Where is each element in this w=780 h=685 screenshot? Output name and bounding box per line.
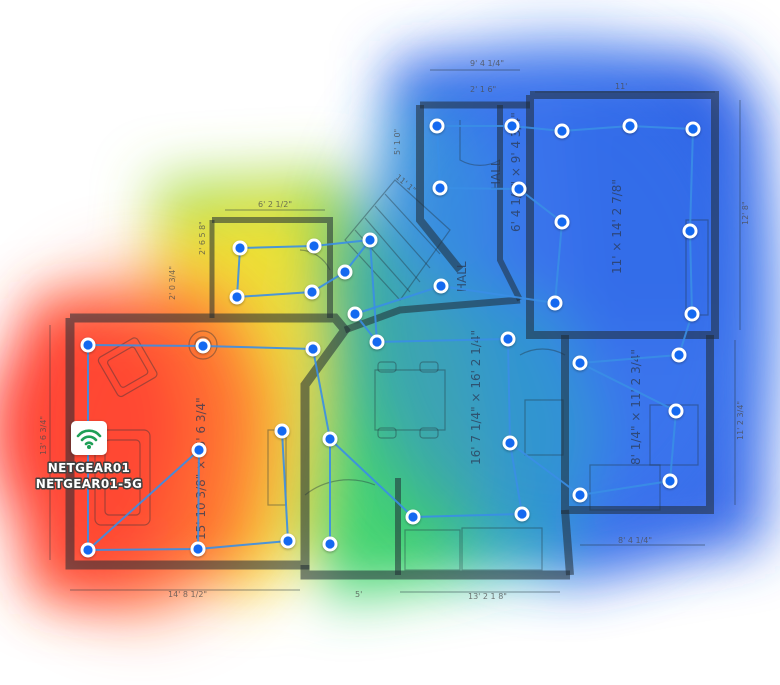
dim-lower-right-bottom: 8' 4 1/4" (618, 536, 652, 545)
survey-point[interactable] (622, 118, 638, 134)
survey-point[interactable] (554, 123, 570, 139)
survey-point[interactable] (554, 214, 570, 230)
dim-top-center: 9' 4 1/4" (470, 59, 504, 68)
survey-point[interactable] (80, 542, 96, 558)
router-network-secondary: NETGEAR01-5G (36, 477, 142, 491)
dim-hall-side: 5' 1 0" (393, 129, 402, 155)
survey-point[interactable] (668, 403, 684, 419)
room-hall-top-dim: 6' 4 1/4" × 9' 4 3/4" (509, 112, 523, 232)
room-kitchen-dim: 16' 7 1/4" × 16' 2 1/4" (469, 330, 483, 465)
survey-point[interactable] (191, 442, 207, 458)
survey-point[interactable] (671, 347, 687, 363)
survey-points (80, 118, 701, 558)
survey-point[interactable] (514, 506, 530, 522)
router-marker[interactable]: NETGEAR01 NETGEAR01-5G (34, 421, 143, 493)
floorplan-walls (65, 91, 719, 580)
survey-point[interactable] (429, 118, 445, 134)
survey-point[interactable] (511, 181, 527, 197)
dim-bath-side: 2' 6 5 8" (198, 221, 207, 255)
dim-bottom-center: 13' 2 1 8" (468, 592, 507, 601)
dim-bath-side2: 2' 0 3/4" (168, 266, 177, 300)
survey-point[interactable] (405, 509, 421, 525)
room-hall-mid: HALL (455, 261, 469, 292)
dim-lower-right-side: 11' 2 3/4" (736, 401, 745, 440)
router-network-primary: NETGEAR01 (48, 461, 130, 475)
survey-point[interactable] (500, 331, 516, 347)
survey-path-segment (87, 125, 694, 518)
survey-point[interactable] (337, 264, 353, 280)
survey-point[interactable] (190, 541, 206, 557)
dim-bath-top: 6' 2 1/2" (258, 200, 292, 209)
survey-point[interactable] (347, 306, 363, 322)
survey-point[interactable] (80, 337, 96, 353)
survey-point[interactable] (232, 240, 248, 256)
survey-point[interactable] (432, 180, 448, 196)
survey-point[interactable] (195, 338, 211, 354)
survey-point[interactable] (547, 295, 563, 311)
dim-left-side: 13' 6 3/4" (39, 416, 48, 455)
survey-point[interactable] (274, 423, 290, 439)
survey-point[interactable] (369, 334, 385, 350)
survey-point[interactable] (280, 533, 296, 549)
dimension-labels: 9' 4 1/4" 2' 1 6" 11' 5' 1 0" 11' 1" 6' … (39, 59, 750, 601)
survey-path-segment (369, 239, 378, 343)
room-living-dim: 15' 10 3/8" × 15' 6 3/4" (194, 397, 208, 540)
dim-bottom-small: 5' (355, 590, 362, 599)
wifi-icon (76, 429, 102, 449)
survey-point[interactable] (684, 306, 700, 322)
survey-point[interactable] (682, 223, 698, 239)
survey-point[interactable] (305, 341, 321, 357)
dim-top-door: 2' 1 6" (470, 85, 496, 94)
survey-point[interactable] (685, 121, 701, 137)
room-office-dim: 8' 1/4" × 11' 2 3/4" (629, 349, 643, 465)
room-hall-top: HALL (489, 159, 503, 190)
dim-top-right: 11' (615, 82, 627, 91)
router-card[interactable] (71, 421, 107, 455)
survey-point[interactable] (306, 238, 322, 254)
room-bedroom-dim: 11' × 14' 2 7/8" (610, 179, 624, 274)
survey-point[interactable] (504, 118, 520, 134)
survey-point[interactable] (662, 473, 678, 489)
floorplan-details (49, 69, 741, 593)
survey-point[interactable] (229, 289, 245, 305)
survey-point[interactable] (304, 284, 320, 300)
dim-left-bottom: 14' 8 1/2" (168, 590, 207, 599)
survey-point[interactable] (322, 431, 338, 447)
survey-point[interactable] (502, 435, 518, 451)
survey-point[interactable] (572, 355, 588, 371)
survey-point[interactable] (433, 278, 449, 294)
dim-right-side: 12' 8" (741, 201, 750, 225)
survey-point[interactable] (322, 536, 338, 552)
survey-point[interactable] (572, 487, 588, 503)
survey-point[interactable] (362, 232, 378, 248)
